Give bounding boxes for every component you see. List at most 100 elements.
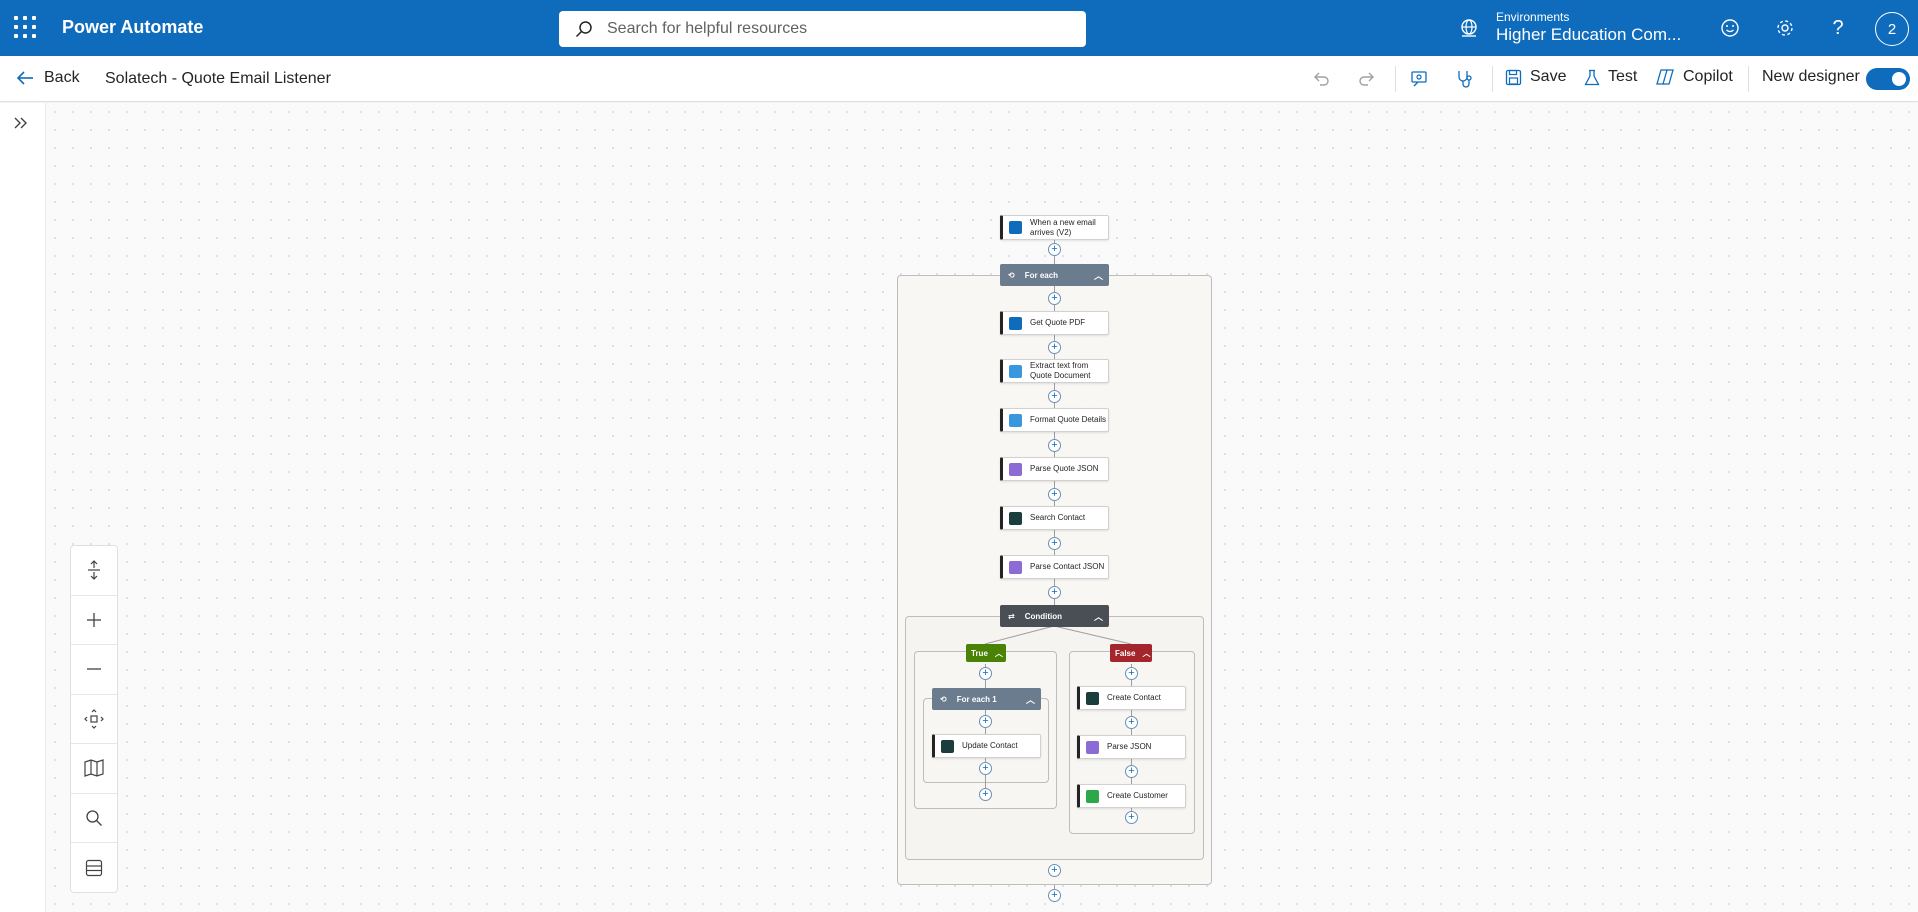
foreach-header[interactable]: ⟲ For each ︿ [1000,264,1109,286]
condition-icon: ⇄ [1008,611,1015,621]
action-label: Extract text from Quote Document [1030,361,1091,380]
trigger-card[interactable]: When a new email arrives (V2) [1000,215,1109,240]
action-card-create-customer[interactable]: Create Customer [1077,784,1186,808]
back-label: Back [44,69,80,86]
action-card-extract-text[interactable]: Extract text from Quote Document [1000,359,1109,383]
action-label: Parse Quote JSON [1030,464,1099,473]
true-branch-header[interactable]: True ︿ [966,644,1006,662]
chevron-up-icon[interactable]: ︿ [994,648,1003,658]
search-canvas-icon[interactable] [71,794,117,843]
foreach1-header[interactable]: ⟲ For each 1 ︿ [932,688,1041,710]
ai-builder-icon [1009,413,1022,427]
avatar[interactable]: 2 [1875,12,1909,46]
flow-name[interactable]: Solatech - Quote Email Listener [105,70,331,87]
action-card-update-contact[interactable]: Update Contact [932,734,1041,758]
test-label: Test [1608,68,1638,85]
add-step-plus-icon[interactable]: + [1125,716,1138,729]
add-step-plus-icon[interactable]: + [1048,889,1061,902]
action-label: Parse Contact JSON [1030,562,1105,571]
zoom-in-icon[interactable] [71,596,117,645]
environment-picker[interactable]: Environments Higher Education Com... [1458,8,1681,48]
add-step-plus-icon[interactable]: + [1048,292,1061,305]
chevron-up-icon[interactable]: ︿ [1093,271,1103,281]
table-view-icon[interactable] [71,843,117,893]
canvas-controls [70,545,118,893]
test-button[interactable]: Test [1584,68,1637,86]
divider [1748,66,1749,92]
chevron-up-icon[interactable]: ︿ [1025,695,1035,705]
help-icon[interactable]: ? [1832,16,1844,39]
data-operation-icon [1086,740,1099,754]
flow-checker-icon[interactable] [1409,68,1431,90]
action-card-search-contact[interactable]: Search Contact [1000,506,1109,530]
action-label: Parse JSON [1107,742,1152,751]
add-step-plus-icon[interactable]: + [1048,390,1061,403]
copilot-button[interactable]: Copilot [1655,68,1733,86]
add-step-plus-icon[interactable]: + [979,788,992,801]
action-label: Get Quote PDF [1030,318,1086,327]
loop-icon: ⟲ [940,694,947,704]
back-button[interactable]: Back [16,69,80,87]
outlook-icon [1009,221,1022,234]
add-step-plus-icon[interactable]: + [1125,765,1138,778]
loop-icon: ⟲ [1008,270,1015,280]
left-rail [0,103,46,912]
globe-icon [1461,19,1477,37]
condition-header[interactable]: ⇄ Condition ︿ [1000,605,1109,627]
app-launcher-icon[interactable] [14,16,38,40]
action-card-parse-contact-json[interactable]: Parse Contact JSON [1000,555,1109,579]
minimap-icon[interactable] [71,744,117,794]
add-step-plus-icon[interactable]: + [1125,667,1138,680]
foreach1-label: For each 1 [956,694,997,704]
action-label: Create Customer [1107,791,1168,800]
zoom-out-icon[interactable] [71,645,117,695]
data-operation-icon [1009,462,1022,476]
fit-view-icon[interactable] [71,695,117,744]
expand-chevron-icon[interactable] [12,115,30,136]
undo-icon[interactable] [1310,68,1332,90]
environment-label: Environments [1496,10,1570,24]
redo-icon[interactable] [1356,68,1378,90]
add-step-plus-icon[interactable]: + [1125,811,1138,824]
add-step-plus-icon[interactable]: + [1048,243,1061,256]
fit-vertical-icon[interactable] [71,546,117,596]
connector [1054,240,1055,280]
app-title[interactable]: Power Automate [62,17,204,37]
stethoscope-icon[interactable] [1454,68,1476,90]
data-operation-icon [1009,560,1022,574]
add-step-plus-icon[interactable]: + [1048,488,1061,501]
add-step-plus-icon[interactable]: + [1048,864,1061,877]
add-step-plus-icon[interactable]: + [979,762,992,775]
command-bar: Back Solatech - Quote Email Listener Sav… [0,56,1918,102]
chevron-up-icon[interactable]: ︿ [1093,612,1103,622]
action-card-create-contact[interactable]: Create Contact [1077,686,1186,710]
chevron-up-icon[interactable]: ︿ [1142,648,1151,658]
false-branch-header[interactable]: False ︿ [1110,644,1152,662]
add-step-plus-icon[interactable]: + [1048,439,1061,452]
action-card-parse-quote-json[interactable]: Parse Quote JSON [1000,457,1109,481]
add-step-plus-icon[interactable]: + [1048,341,1061,354]
add-step-plus-icon[interactable]: + [979,667,992,680]
add-step-plus-icon[interactable]: + [1048,537,1061,550]
add-step-plus-icon[interactable]: + [1048,586,1061,599]
action-card-format-quote[interactable]: Format Quote Details [1000,408,1109,432]
copilot-label: Copilot [1683,68,1733,85]
new-designer-toggle[interactable] [1866,68,1910,90]
action-label: Search Contact [1030,513,1086,522]
copilot-icon [1656,69,1674,85]
gear-icon[interactable] [1773,16,1797,40]
action-card-get-quote-pdf[interactable]: Get Quote PDF [1000,311,1109,335]
save-button[interactable]: Save [1505,68,1566,86]
action-label: Create Contact [1107,693,1161,702]
save-label: Save [1530,68,1567,85]
search-placeholder: Search for helpful resources [607,20,808,37]
action-card-parse-json[interactable]: Parse JSON [1077,735,1186,759]
action-label: Update Contact [962,741,1018,750]
false-branch-label: False [1115,648,1136,658]
feedback-smiley-icon[interactable] [1718,16,1742,40]
add-step-plus-icon[interactable]: + [979,715,992,728]
app-header: Power Automate Search for helpful resour… [0,0,1918,56]
beaker-icon [1584,69,1600,85]
divider [1395,66,1396,92]
search-box[interactable]: Search for helpful resources [559,11,1086,47]
